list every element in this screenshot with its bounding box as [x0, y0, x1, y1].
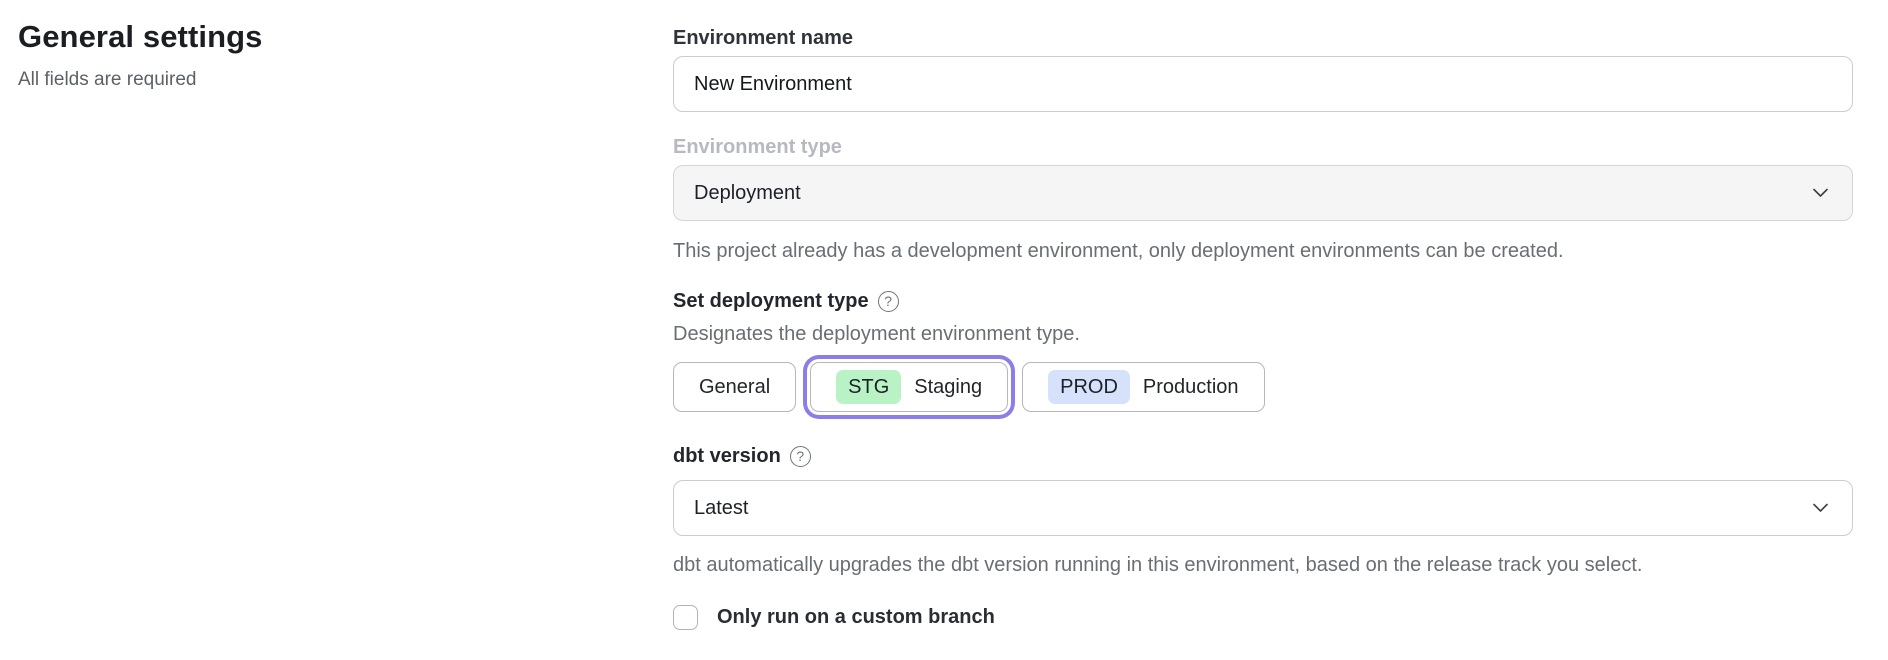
deployment-type-production-button[interactable]: PROD Production: [1022, 362, 1265, 412]
deployment-type-options: General STG Staging PROD Production: [673, 362, 1853, 412]
page-title: General settings: [18, 19, 263, 54]
deployment-type-general-label: General: [699, 375, 771, 398]
custom-branch-checkbox[interactable]: [673, 605, 698, 630]
custom-branch-row: Only run on a custom branch: [673, 605, 1853, 630]
staging-badge: STG: [836, 370, 902, 404]
dbt-version-select[interactable]: Latest: [673, 480, 1853, 536]
environment-type-value: Deployment: [694, 181, 801, 204]
deployment-type-staging-button[interactable]: STG Staging: [810, 362, 1009, 412]
question-mark-circle-icon[interactable]: ?: [877, 290, 899, 312]
deployment-type-production-label: Production: [1142, 375, 1239, 398]
question-mark-circle-icon[interactable]: ?: [789, 445, 811, 467]
dbt-version-value: Latest: [694, 496, 749, 519]
custom-branch-label: Only run on a custom branch: [717, 606, 995, 628]
dbt-version-helper: dbt automatically upgrades the dbt versi…: [673, 554, 1643, 576]
deployment-type-description: Designates the deployment environment ty…: [673, 323, 1080, 345]
settings-header: General settings All fields are required: [18, 18, 578, 91]
environment-type-label: Environment type: [673, 136, 842, 158]
page-subtitle: All fields are required: [18, 69, 197, 90]
dbt-version-label: dbt version ?: [673, 444, 1853, 468]
deployment-type-label: Set deployment type ?: [673, 289, 1853, 313]
environment-name-label: Environment name: [673, 27, 854, 49]
chevron-down-icon: [1813, 503, 1828, 513]
deployment-type-general-button[interactable]: General: [673, 362, 797, 412]
environment-type-helper: This project already has a development e…: [673, 240, 1564, 262]
environment-type-select: Deployment: [673, 165, 1853, 221]
environment-settings-form: Environment name Environment type Deploy…: [673, 0, 1853, 630]
chevron-down-icon: [1813, 188, 1828, 198]
dbt-version-label-text: dbt version: [673, 445, 781, 467]
production-badge: PROD: [1048, 370, 1130, 404]
deployment-type-staging-label: Staging: [914, 375, 983, 398]
deployment-type-label-text: Set deployment type: [673, 290, 869, 312]
environment-name-input[interactable]: [673, 56, 1853, 112]
